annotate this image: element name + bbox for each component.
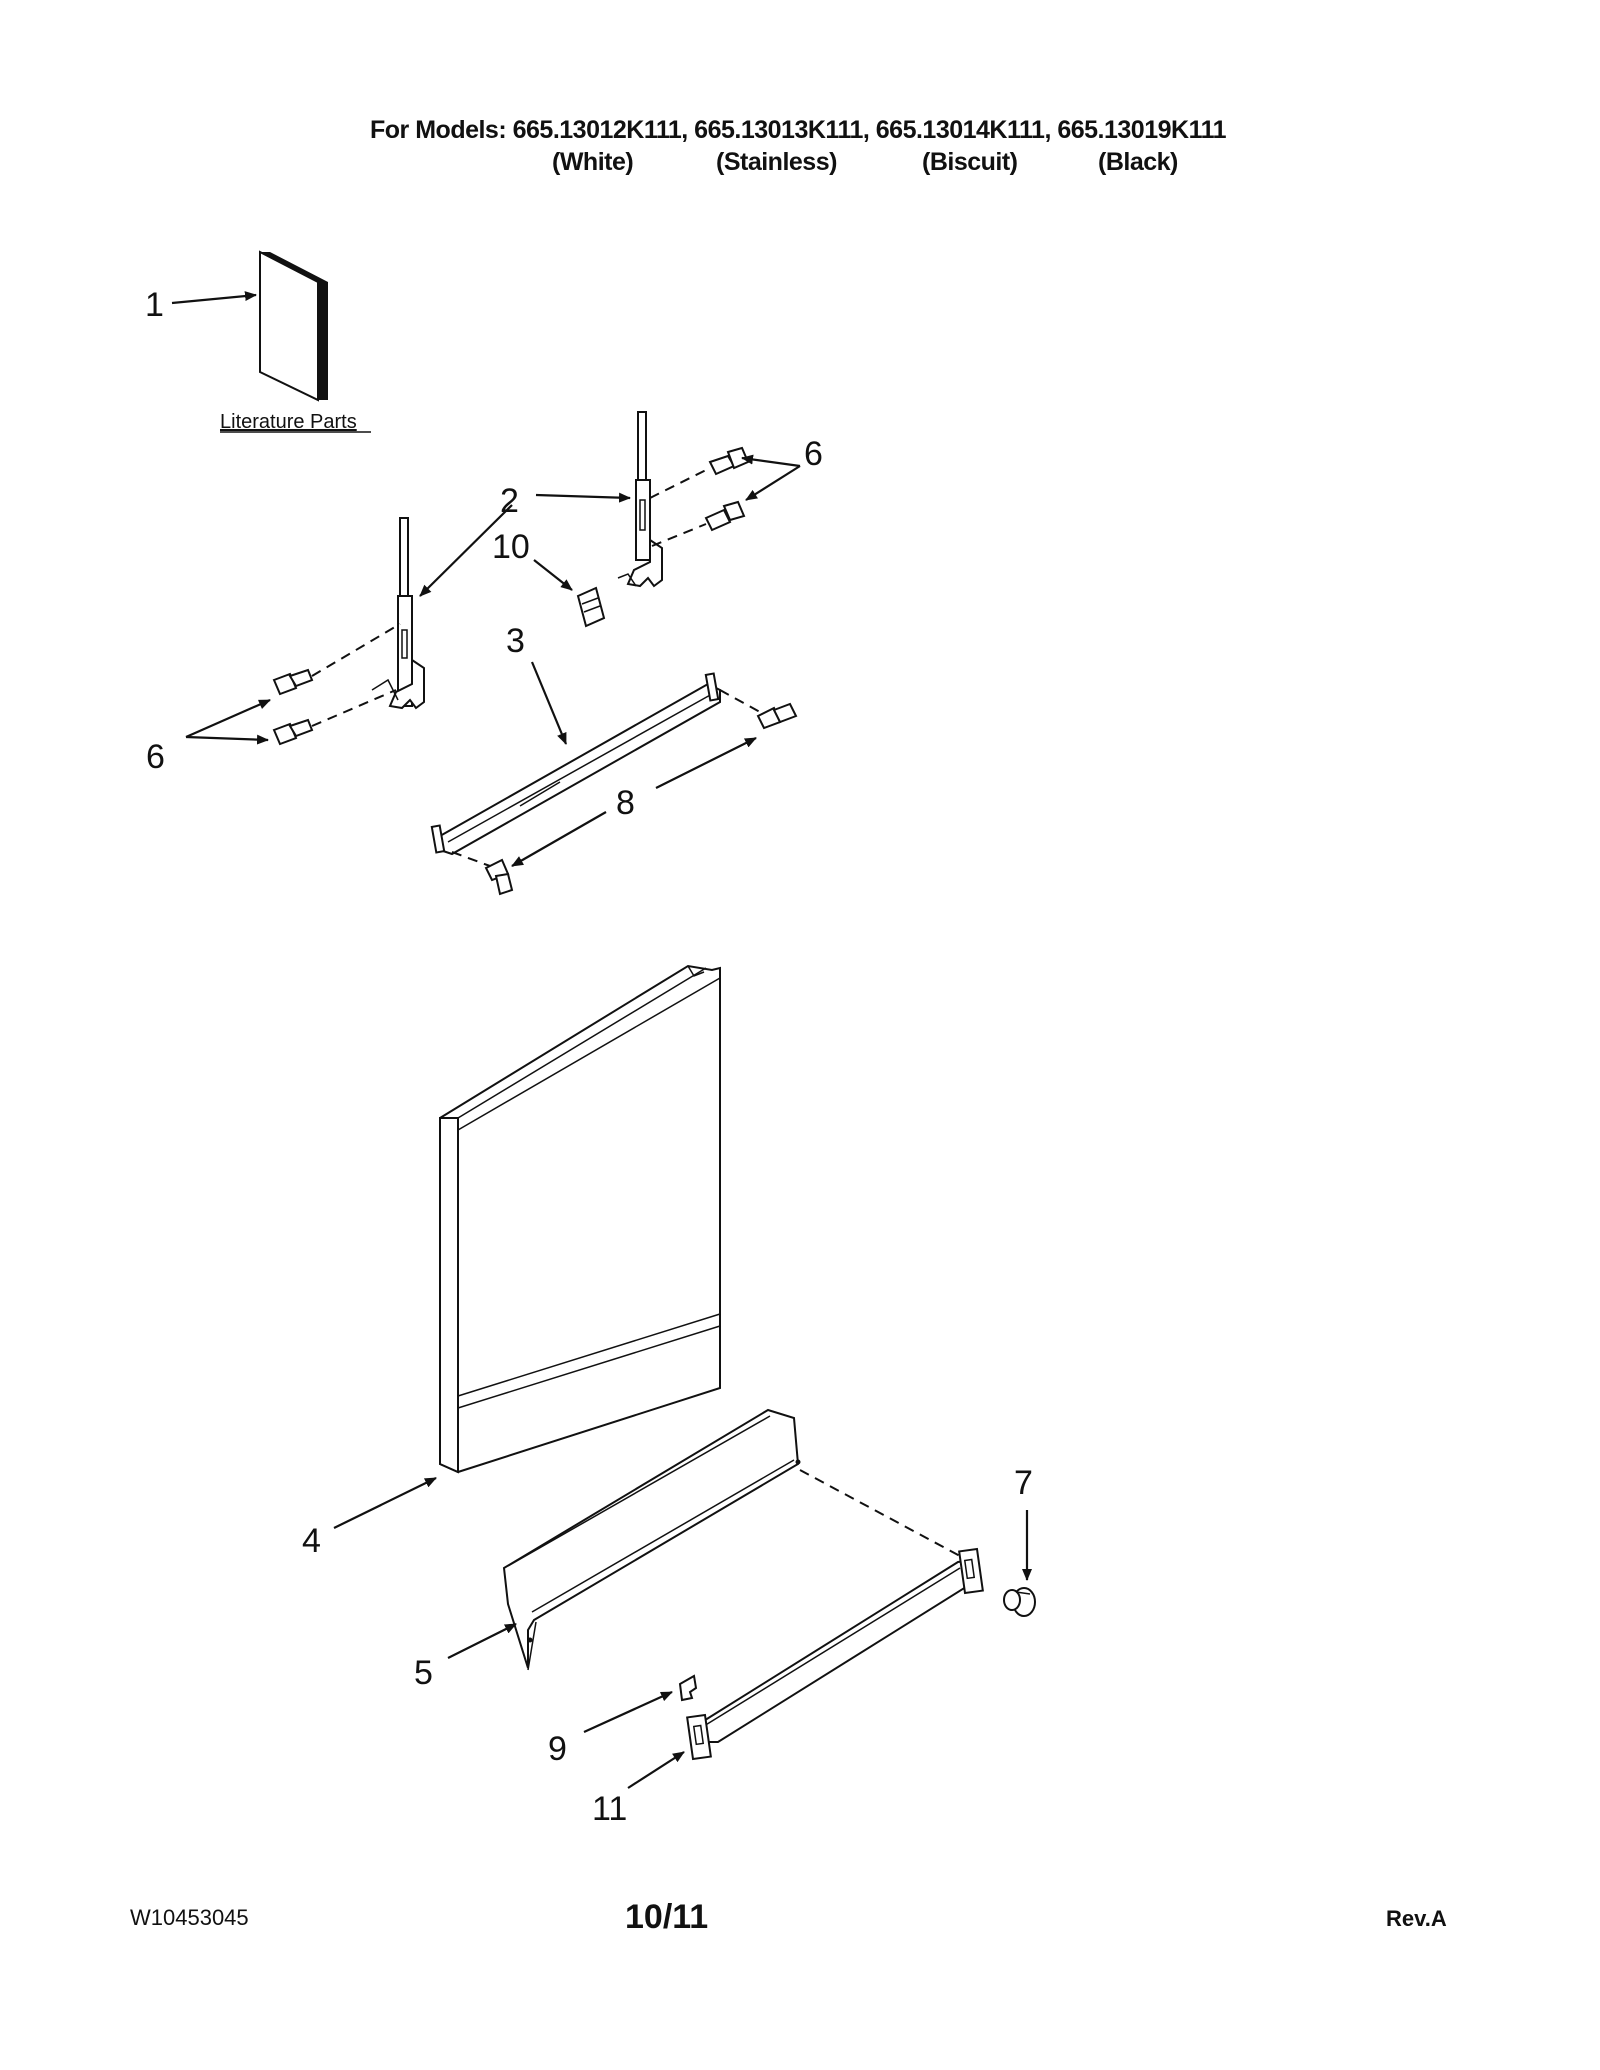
literature-booklet-part xyxy=(259,250,328,402)
leader-2a xyxy=(535,492,631,503)
document-number: W10453045 xyxy=(130,1905,249,1930)
hinge-right-part xyxy=(617,411,663,588)
leader-6c xyxy=(185,698,271,739)
callout-5: 5 xyxy=(414,1654,433,1692)
leader-4 xyxy=(333,1477,437,1529)
callout-10: 10 xyxy=(492,528,530,566)
literature-parts-label: Literature Parts xyxy=(220,411,357,433)
page-number: 10/11 xyxy=(625,1898,709,1936)
kick-path xyxy=(799,1469,961,1557)
clip-part xyxy=(576,586,606,628)
screw-path-rb xyxy=(651,523,707,547)
screw-rail-left xyxy=(484,858,514,896)
callout-9: 9 xyxy=(548,1730,567,1768)
hinge-left-part xyxy=(371,517,425,710)
leader-8a xyxy=(655,737,757,789)
callout-1: 1 xyxy=(145,286,164,324)
screw-path-lb xyxy=(311,689,397,727)
color-black: (Black) xyxy=(1098,148,1178,176)
callout-6-right: 6 xyxy=(804,435,823,473)
leader-5 xyxy=(447,1623,517,1659)
leader-10 xyxy=(533,559,573,591)
leader-11 xyxy=(627,1751,685,1789)
small-clip-part xyxy=(678,1674,698,1702)
screw-path-rt xyxy=(649,467,711,499)
leader-6d xyxy=(185,734,269,745)
callout-11: 11 xyxy=(592,1790,627,1828)
screw-right-top xyxy=(708,446,750,476)
color-stainless: (Stainless) xyxy=(716,148,837,176)
leader-9 xyxy=(583,1690,673,1734)
color-white: (White) xyxy=(552,148,634,176)
leader-8b xyxy=(511,811,607,867)
screw-path-rail-r xyxy=(719,689,761,713)
callout-7: 7 xyxy=(1014,1464,1033,1502)
screw-knob-part xyxy=(1003,1587,1036,1617)
screw-path-rail-l xyxy=(451,851,491,867)
leader-2b xyxy=(419,504,513,597)
revision: Rev.A xyxy=(1386,1906,1447,1931)
screw-left-bottom xyxy=(272,718,314,746)
screw-path-lt xyxy=(311,623,401,677)
screw-right-bottom xyxy=(704,500,746,532)
kick-plate-part xyxy=(686,1547,984,1761)
leader-3 xyxy=(530,661,568,745)
callout-6-left: 6 xyxy=(146,738,165,776)
callout-4: 4 xyxy=(302,1522,321,1560)
rail-part xyxy=(430,672,721,856)
leader-6b xyxy=(745,465,801,501)
leader-1 xyxy=(171,291,257,305)
callout-8: 8 xyxy=(616,784,635,822)
door-panel-part xyxy=(439,964,721,1474)
color-biscuit: (Biscuit) xyxy=(922,148,1018,176)
models-line: For Models: 665.13012K111, 665.13013K111… xyxy=(370,116,1227,144)
callout-2: 2 xyxy=(500,482,519,520)
screw-rail-right xyxy=(756,702,798,730)
screw-left-top xyxy=(272,668,314,696)
leader-6a xyxy=(741,454,801,468)
callout-3: 3 xyxy=(506,622,525,660)
toe-kick-part xyxy=(502,1408,801,1671)
